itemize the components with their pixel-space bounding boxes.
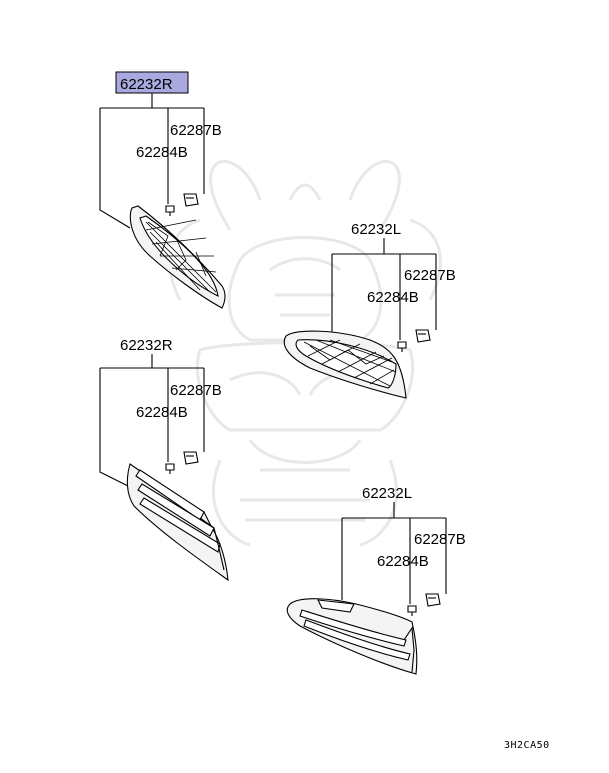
callout-group-3: 62232R 62287B 62284B [99,337,229,582]
part-label-clip[interactable]: 62284B [136,144,188,161]
callout-group-2: 62232L 62287B 62284B [283,221,456,399]
part-label-screw[interactable]: 62287B [404,267,456,284]
mesh-grille-part [129,205,226,309]
part-label-main[interactable]: 62232R [120,76,173,93]
slat-grille-part [286,598,418,675]
part-label-screw[interactable]: 62287B [170,382,222,399]
screw-icon [407,605,417,616]
part-label-clip[interactable]: 62284B [136,404,188,421]
slat-grille-part [126,463,229,582]
clip-icon [425,593,441,607]
part-label-main[interactable]: 62232R [120,337,173,354]
part-label-screw[interactable]: 62287B [170,122,222,139]
part-label-main[interactable]: 62232L [351,221,401,238]
screw-icon [165,463,175,474]
drawing-code: 3H2CA50 [504,740,550,751]
part-label-clip[interactable]: 62284B [367,289,419,306]
part-label-screw[interactable]: 62287B [414,531,466,548]
screw-icon [165,205,175,216]
clip-icon [415,329,431,343]
part-label-main[interactable]: 62232L [362,485,412,502]
part-label-clip[interactable]: 62284B [377,553,429,570]
callout-group-1: 62232R 62287B 62284B [99,71,226,309]
mesh-grille-part [283,330,407,399]
samurai-helmet-icon [168,160,442,547]
callout-group-4: 62232L 62287B 62284B [286,485,466,675]
screw-icon [397,341,407,352]
clip-icon [183,193,199,207]
clip-icon [183,451,199,465]
